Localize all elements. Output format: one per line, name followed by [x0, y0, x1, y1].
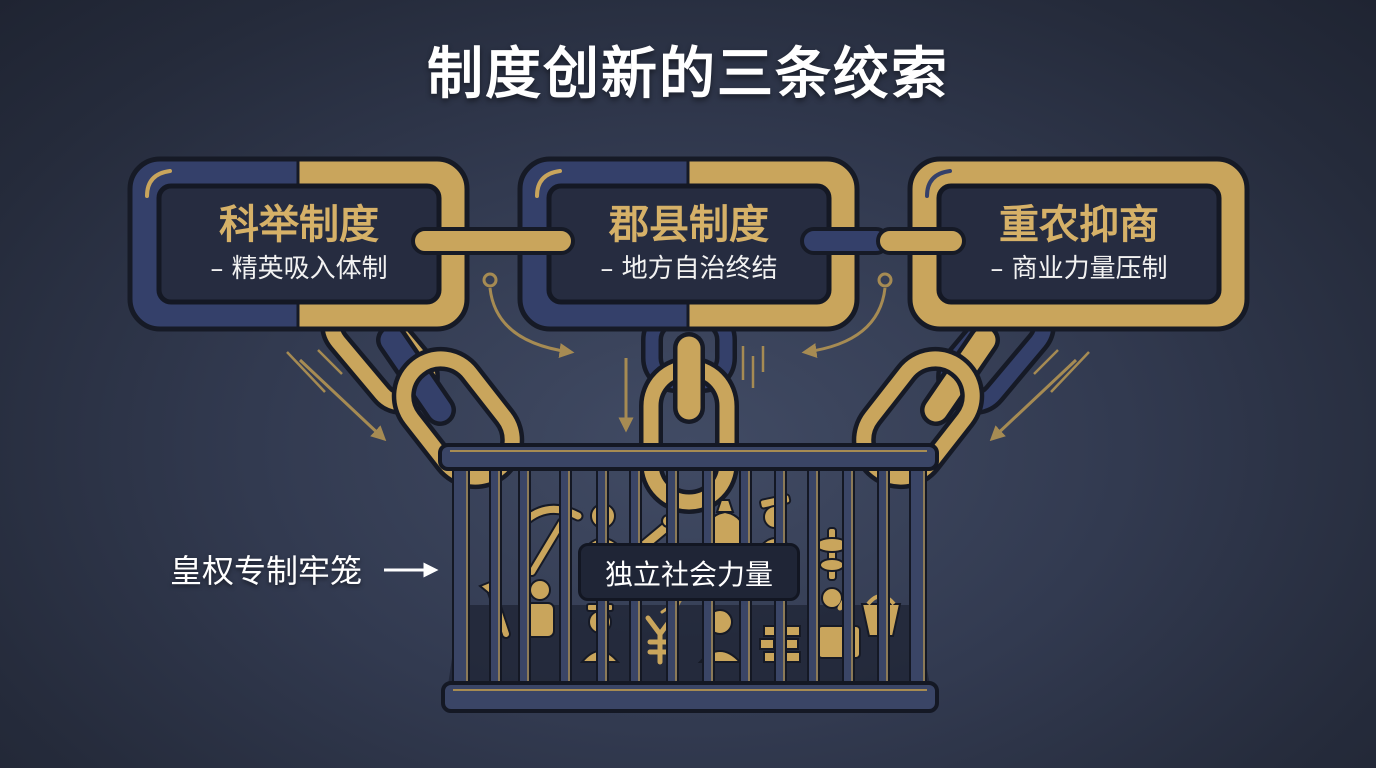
cage-inner-label: 独立社会力量 — [578, 543, 800, 601]
link-subtitle-zhongnong: – 商业力量压制 — [990, 254, 1168, 284]
pressure-arrow-right — [989, 349, 1090, 442]
connector-junxian-zhongnong — [800, 227, 966, 255]
curved-arrow-left — [482, 272, 575, 359]
pressure-arrow-left — [286, 349, 387, 442]
cage-top-bar — [438, 443, 939, 471]
cage-label: 皇权专制牢笼 — [170, 552, 363, 590]
link-subtitle-keju: – 精英吸入体制 — [210, 254, 388, 284]
pressure-arrow-center — [618, 346, 765, 433]
link-subtitle-junxian: – 地方自治终结 — [600, 254, 778, 284]
link-title-keju: 科举制度 — [219, 202, 379, 248]
curved-arrow-right — [801, 272, 893, 359]
page-title: 制度创新的三条绞索 — [427, 42, 949, 107]
link-title-junxian: 郡县制度 — [609, 202, 769, 248]
link-title-zhongnong: 重农抑商 — [999, 202, 1159, 248]
connector-keju-junxian — [411, 227, 575, 255]
link-box-zhongnong — [907, 156, 1250, 332]
center-chain — [639, 305, 739, 514]
cage-bottom-bar — [441, 681, 939, 713]
